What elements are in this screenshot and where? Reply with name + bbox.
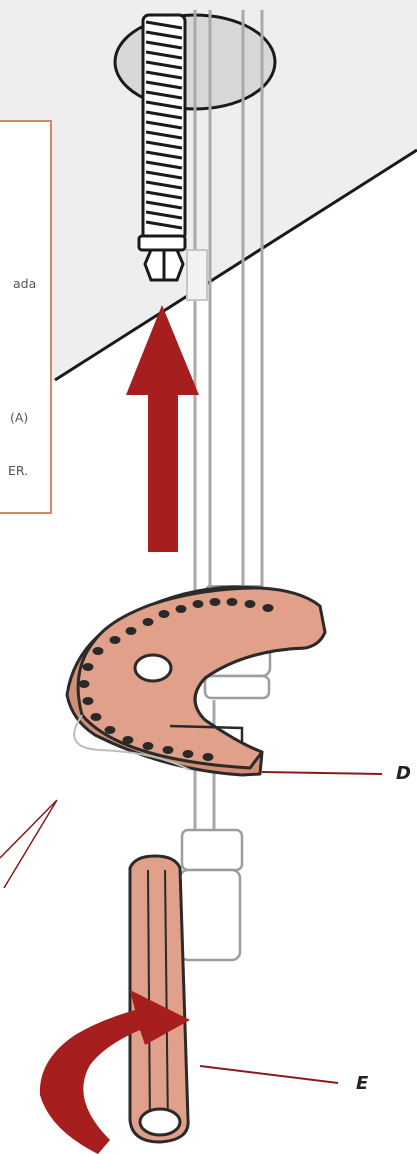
instruction-text-fragment-1: ada <box>13 278 36 291</box>
instruction-box <box>0 121 51 513</box>
up-arrow-icon <box>126 305 199 552</box>
leader-line-e <box>200 1066 338 1083</box>
threaded-rod <box>143 15 185 240</box>
instruction-text-fragment-3: ER. <box>8 465 28 478</box>
leader-line-d <box>262 772 382 774</box>
callout-label-d: D <box>396 765 411 783</box>
bracket-plate <box>187 250 207 300</box>
zoom-leader-lines <box>0 800 57 888</box>
instruction-text-fragment-2: (A) <box>10 412 28 425</box>
callout-label-e: E <box>356 1075 368 1093</box>
c-plate-d <box>67 587 325 775</box>
